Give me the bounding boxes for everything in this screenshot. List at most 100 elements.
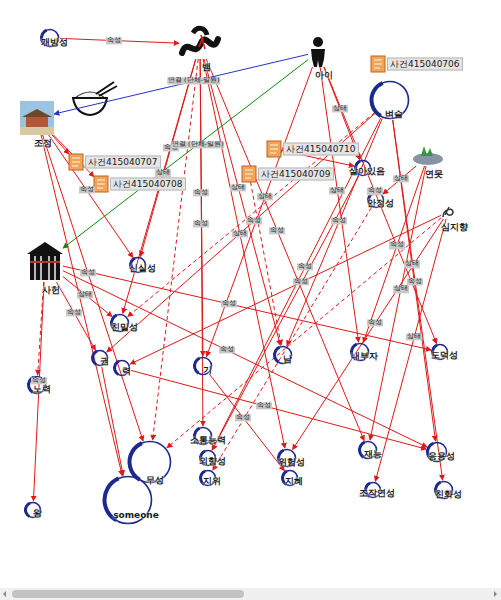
relation-label: 속성 [269,227,285,234]
ring-accent [90,348,110,368]
node-label: 도덕성 [431,351,458,360]
attribute-circle: 기 [193,356,213,376]
bowl [73,98,107,115]
relation-connector [324,67,437,344]
node-label: 남 [283,354,292,363]
document-lines [374,60,382,68]
attribute-circle: 력 [113,359,131,377]
attribute-circle: 내부자 [350,342,370,362]
relation-connector [383,166,416,194]
node-outline [20,101,54,135]
node-label: 개방성 [41,37,68,46]
node-label: 지위 [203,477,221,486]
relation-connector [393,120,443,480]
swirl-icon-node: 심지향 [441,205,455,219]
pond-grass [421,146,433,156]
relation-connector [167,218,441,448]
tent-body [30,254,60,280]
relation-label: 속성 [31,377,47,384]
snake-head [193,28,207,35]
relation-label: 상태 [406,333,422,340]
relation-connector [153,59,199,440]
sky [20,101,54,135]
node-label: 내부자 [351,351,378,360]
event-document-node: 사건415040707 [69,154,83,170]
relation-connector [206,67,312,357]
node-label: 력 [122,367,131,376]
document-lines [72,158,80,166]
node-label: 사헌 [42,286,60,295]
node-label: 응용성 [428,451,455,460]
node-label: 사건415040710 [283,143,359,156]
relation-connector [102,367,123,476]
attribute-circle: 신실성 [129,256,147,274]
relation-label: 속성 [193,221,209,228]
relation-label: 속성 [297,264,313,271]
attribute-circle: 지위 [199,469,217,487]
person-head [313,37,323,47]
node-outline [179,29,221,59]
document-icon [371,56,385,72]
relation-label: 속성 [79,187,95,194]
relation-label: 상태 [404,261,420,268]
node-label: 벼슬 [385,110,403,119]
relation-label: 상태 [155,170,171,177]
relation-label: 연결 (단체-일원) [171,141,224,148]
tent-icon-node: 사헌 [27,242,63,282]
attribute-circle: 친밀성 [110,313,130,333]
node-label: 기 [203,365,212,374]
node-label: 위험성 [278,457,305,466]
document-icon [267,141,281,157]
attribute-circle: 왕 [24,501,42,519]
swirl-symbol [443,207,453,217]
node-label: 외향성 [199,457,226,466]
relation-connector [56,282,95,350]
relation-connector [212,176,359,450]
attribute-circle: 살아있음 [354,159,372,177]
relation-label: 속성 [293,279,309,286]
relation-label: 상태 [257,194,273,201]
node-label: 친화성 [435,489,462,498]
node-outline [27,242,63,282]
tent-roof [27,242,63,254]
ring-accent [23,500,43,520]
node-outline [413,146,443,166]
palace-icon-node: 조정 [20,101,54,135]
ring-accent [96,468,160,532]
node-label: 노력 [33,384,51,393]
document-icon [69,154,83,170]
document-lines [97,180,105,188]
relation-label: 속성 [66,309,82,316]
relation-connector [63,60,308,248]
ring-accent [271,343,294,366]
relation-connector [200,59,203,426]
node-outline [267,141,281,157]
relation-connector [63,271,427,447]
relation-connector [251,182,282,345]
node-label: 사건415040707 [85,156,161,169]
node-outline [94,176,108,192]
relation-label: 속성 [389,242,405,249]
attribute-circle: 응용성 [426,441,448,463]
relation-connector [38,282,44,375]
node-label: 연못 [425,170,443,179]
relation-label: 속성 [256,402,272,409]
person-body [311,49,325,67]
relation-connector [292,219,443,450]
document-icon [94,176,108,192]
node-label: 살아있음 [349,167,385,176]
relation-connector [204,59,280,345]
relation-label: 상태 [77,291,93,298]
relation-connector [213,208,372,471]
attribute-circle: 도덕성 [431,343,449,361]
palace-ground [20,127,54,135]
node-label: 왕 [33,509,42,518]
ring-accent [191,354,214,377]
scrollbar-thumb [12,590,244,598]
node-label: 친밀성 [111,322,138,331]
relation-connector [206,59,364,441]
document-lines [270,145,278,153]
attribute-circle: 지혜 [281,469,299,487]
attribute-circle: 권 [91,349,109,367]
